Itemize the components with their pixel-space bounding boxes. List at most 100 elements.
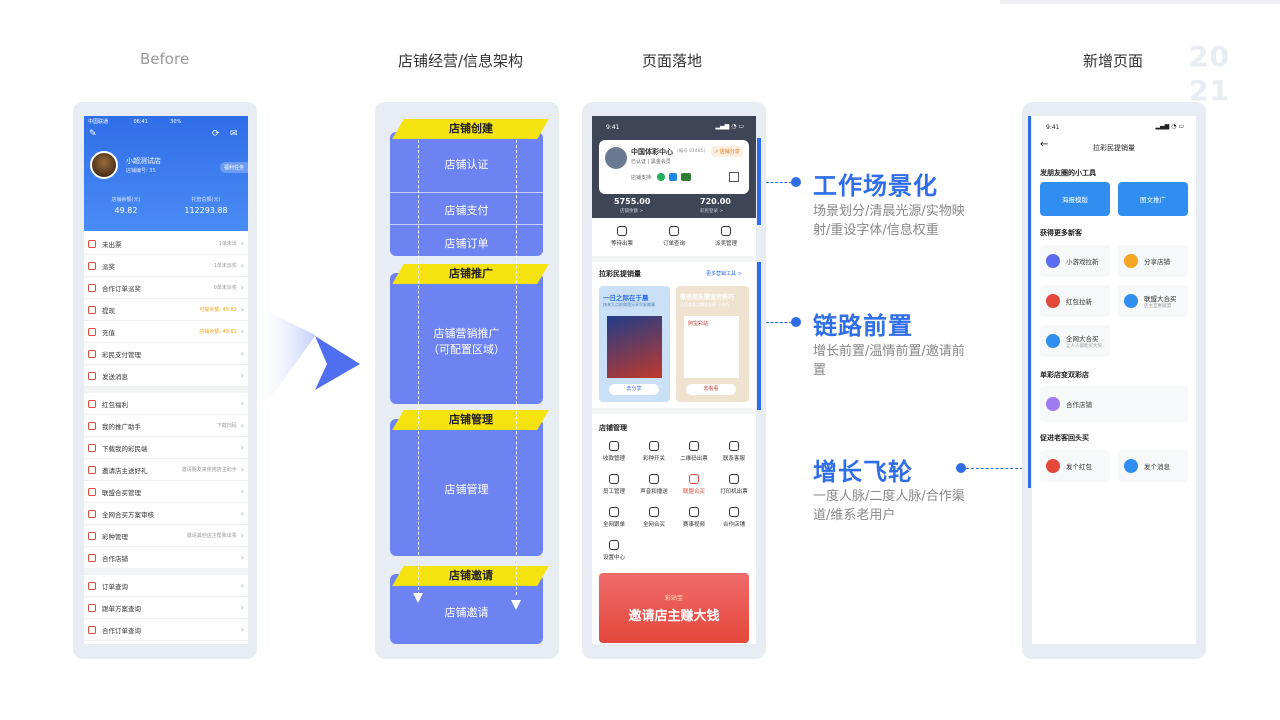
flow-line-left bbox=[418, 140, 419, 595]
poster2-sub: 让您看着店铺朋友圈 小技巧 bbox=[680, 302, 730, 307]
manage-item[interactable]: 合作店铺 bbox=[716, 507, 752, 528]
menu-icon bbox=[88, 465, 96, 474]
chevron-right-icon: › bbox=[240, 349, 244, 358]
annotation-desc-flywheel: 一度人脉/二度人脉/合作渠道/维系老用户 bbox=[813, 489, 965, 523]
quick-prize-manage[interactable]: 派奖管理 bbox=[708, 226, 744, 247]
quick-order-query[interactable]: 订单查询 bbox=[656, 226, 692, 247]
manage-item[interactable]: 员工管理 bbox=[596, 474, 632, 495]
list-item[interactable]: 跟单方案查询› bbox=[84, 597, 248, 619]
poster-template-button[interactable]: 海报模版 bbox=[1040, 182, 1110, 216]
flow-line-right bbox=[516, 140, 517, 595]
manage-item-icon bbox=[689, 441, 699, 451]
edit-icon[interactable]: ✎ bbox=[89, 129, 97, 139]
poster1-image bbox=[607, 316, 662, 378]
list-item[interactable]: 充值店铺余额: 49.82› bbox=[84, 321, 248, 343]
list-item[interactable]: 下载我的彩民端› bbox=[84, 437, 248, 459]
manage-item[interactable]: 打印机出票 bbox=[716, 474, 752, 495]
list-item[interactable]: 红包福利› bbox=[84, 393, 248, 415]
manage-item-label: 联盟合买 bbox=[682, 489, 705, 495]
poster-wechat-tips[interactable]: 微信朋友圈宣传技巧 让您看着店铺朋友圈 小技巧 阿宝彩站 去看看 bbox=[676, 286, 749, 402]
list-item[interactable]: 我的推广助手下载扫码› bbox=[84, 415, 248, 437]
share-store-card[interactable]: 分享店铺 bbox=[1118, 245, 1188, 277]
manage-item[interactable]: 联盟合买 bbox=[676, 474, 712, 495]
list-item[interactable]: 全网合买方案审核› bbox=[84, 503, 248, 525]
poster2-image: 阿宝彩站 bbox=[684, 316, 739, 378]
red-packet-card[interactable]: 红包拉新 bbox=[1040, 285, 1110, 317]
manage-item-label: 全网合买 bbox=[642, 522, 665, 528]
manage-item[interactable]: 设置中心 bbox=[596, 540, 632, 561]
list-item[interactable]: 联盟合买管理› bbox=[84, 481, 248, 503]
list-item[interactable]: 合作店铺› bbox=[84, 547, 248, 569]
banner-text: 邀请店主赚大钱 bbox=[628, 609, 720, 624]
unionpay-icon bbox=[681, 173, 691, 181]
column-title-new-page: 新增页面 bbox=[1083, 52, 1144, 70]
chevron-right-icon: › bbox=[240, 465, 244, 474]
manage-item[interactable]: 全网跟单 bbox=[596, 507, 632, 528]
list-item[interactable]: 发送消息› bbox=[84, 365, 248, 387]
list-item[interactable]: 彩民支付管理› bbox=[84, 343, 248, 365]
invite-banner[interactable]: 彩站宝 邀请店主赚大钱 bbox=[599, 573, 749, 643]
handshake-icon bbox=[1124, 294, 1138, 308]
refresh-icon[interactable]: ⟳ bbox=[212, 129, 220, 139]
chevron-right-icon: › bbox=[240, 531, 244, 540]
list-item-value: 1单未派奖 bbox=[213, 263, 237, 269]
item-store-promo: 店铺营销推广 bbox=[433, 327, 500, 340]
column-title-architecture: 店铺经营/信息架构 bbox=[398, 52, 524, 70]
go-share-button[interactable]: 去分享 bbox=[609, 384, 659, 395]
connector-line bbox=[766, 322, 792, 323]
section-more-customers: 获得更多新客 bbox=[1040, 229, 1082, 237]
store-card[interactable]: 中国体彩中心 (编号 81485) 已认证 | 黑金会员 ↗ 店铺分享 店铺支持… bbox=[599, 140, 749, 194]
list-item-value: 可提余额: 49.82 bbox=[199, 307, 237, 313]
connector-line bbox=[966, 468, 1028, 469]
escrow-label: 托管总额(元) bbox=[191, 197, 221, 203]
list-item-label: 发送消息 bbox=[102, 372, 128, 381]
list-item[interactable]: 彩种管理邀请其他店主帮我出票› bbox=[84, 525, 248, 547]
list-item[interactable]: 订单查询› bbox=[84, 575, 248, 597]
manage-item[interactable]: 联系客服 bbox=[716, 441, 752, 462]
tag-store-manage: 店铺管理 bbox=[392, 410, 549, 430]
send-message-card[interactable]: 发个消息 bbox=[1118, 450, 1188, 482]
more-tools-link[interactable]: 更多营销工具 > bbox=[706, 271, 742, 277]
manage-item-icon bbox=[649, 507, 659, 517]
welfare-badge[interactable]: 福利任务 bbox=[219, 162, 248, 173]
partner-store-card[interactable]: 合作店铺 bbox=[1040, 386, 1188, 422]
mini-game-card[interactable]: 小游戏拉新 bbox=[1040, 245, 1110, 277]
manage-item[interactable]: 赛事视频 bbox=[676, 507, 712, 528]
go-look-button[interactable]: 去看看 bbox=[686, 384, 736, 395]
manage-item[interactable]: 全网合买 bbox=[636, 507, 672, 528]
before-header: 中国联通 06:41 30% ✎ ⟳ ✉ 小超测试店 店铺编号: 35 福利任务… bbox=[84, 116, 248, 231]
user-name: 小超测试店 bbox=[126, 157, 161, 165]
network-buy-card[interactable]: 全网大合买让人人都能买大奖 bbox=[1040, 325, 1110, 357]
list-item[interactable]: 提现可提余额: 49.82› bbox=[84, 299, 248, 321]
list-item-label: 充值 bbox=[102, 328, 115, 337]
manage-item-label: 联系客服 bbox=[722, 456, 745, 462]
menu-icon bbox=[88, 509, 96, 518]
manage-item[interactable]: 彩种开关 bbox=[636, 441, 672, 462]
login-count-label[interactable]: 彩民登录 > bbox=[700, 209, 724, 214]
image-text-promo-button[interactable]: 图文推广 bbox=[1118, 182, 1188, 216]
manage-item[interactable]: 声音和播送 bbox=[636, 474, 672, 495]
avatar[interactable] bbox=[90, 151, 118, 179]
status-icons: ▂▄▆ ◔ ▭ bbox=[1155, 123, 1184, 130]
qrcode-icon[interactable] bbox=[729, 172, 739, 182]
message-icon[interactable]: ✉ bbox=[230, 129, 238, 139]
back-icon[interactable]: ← bbox=[1040, 139, 1049, 150]
highlight-bar-promo bbox=[757, 262, 761, 410]
annotation-desc-work: 场景划分/清晨光源/实物映射/重设字体/信息权重 bbox=[813, 204, 965, 238]
store-balance-label[interactable]: 店铺余额 > bbox=[620, 209, 644, 214]
share-store-button[interactable]: ↗ 店铺分享 bbox=[711, 146, 743, 157]
list-item-label: 联盟合买管理 bbox=[102, 488, 141, 497]
poster-morning[interactable]: 一日之际在于晨 快来九点前和我分享早安故事 去分享 bbox=[599, 286, 670, 402]
manage-item[interactable]: 收款管理 bbox=[596, 441, 632, 462]
list-item[interactable]: 合作订单查询› bbox=[84, 619, 248, 641]
list-item[interactable]: 邀请店主送好礼邀请朋友来使用店主助手› bbox=[84, 459, 248, 481]
alliance-buy-card[interactable]: 联盟大合买店主互惠联盟 bbox=[1118, 285, 1188, 317]
connector-dot bbox=[791, 177, 801, 187]
send-red-packet-card[interactable]: 发个红包 bbox=[1040, 450, 1110, 482]
manage-item[interactable]: 二维码出票 bbox=[676, 441, 712, 462]
promo-title: 拉彩民提销量 bbox=[599, 270, 641, 278]
quick-wait-ticket[interactable]: 等待出票 bbox=[604, 226, 640, 247]
